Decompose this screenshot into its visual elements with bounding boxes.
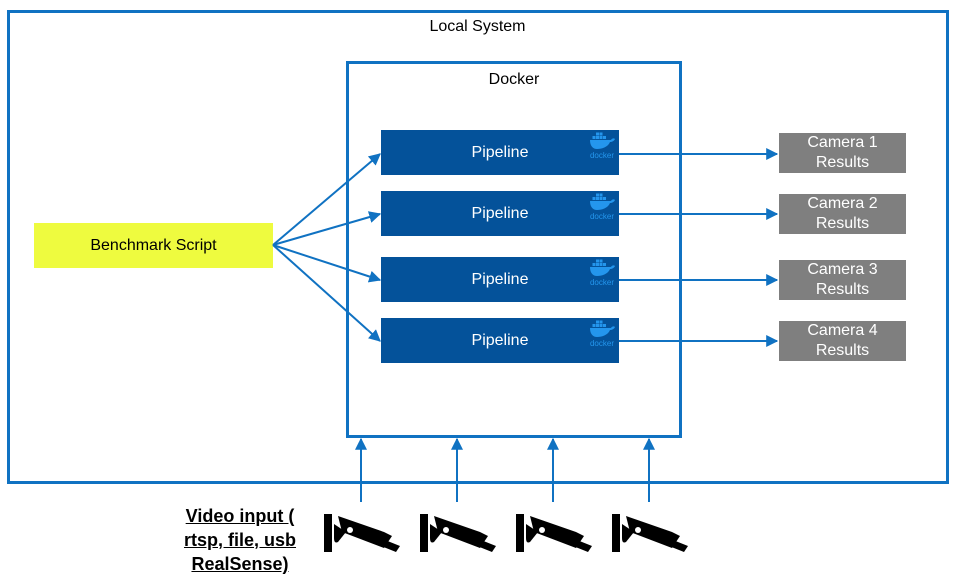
arrow-benchmark-to-pipeline-1 — [272, 153, 381, 246]
svg-text:docker: docker — [590, 339, 614, 348]
camera-2-results-box: Camera 2 Results — [779, 194, 906, 234]
pipeline-label: Pipeline — [471, 331, 529, 349]
video-input-line3: RealSense) — [191, 554, 289, 574]
camera-results-line2: Results — [815, 342, 870, 359]
camera-results-line1: Camera 2 — [807, 195, 878, 212]
docker-whale-icon: docker — [590, 259, 615, 287]
camera-3-results-box: Camera 3 Results — [779, 260, 906, 300]
camera-results-line2: Results — [815, 281, 870, 298]
local-system-box — [7, 10, 949, 484]
pipeline-box-4: Pipeline docker — [381, 318, 619, 363]
svg-text:docker: docker — [590, 278, 614, 287]
security-camera-icon — [420, 514, 496, 552]
arrow-benchmark-to-pipeline-4 — [272, 244, 381, 342]
arrow-benchmark-to-pipeline-2 — [272, 211, 382, 246]
video-input-line2: rtsp, file, usb — [183, 530, 297, 550]
camera-results-line1: Camera 1 — [807, 134, 878, 151]
security-camera-icon — [516, 514, 592, 552]
camera-4-results-box: Camera 4 Results — [779, 321, 906, 361]
docker-whale-icon: docker — [590, 193, 615, 221]
video-input-line1: Video input ( — [185, 506, 295, 526]
docker-title: Docker — [488, 71, 540, 88]
local-system-title: Local System — [429, 18, 526, 35]
docker-whale-icon: docker — [590, 132, 615, 160]
camera-results-line2: Results — [815, 215, 870, 232]
security-camera-icon — [612, 514, 688, 552]
security-camera-icon — [324, 514, 400, 552]
benchmark-script-label: Benchmark Script — [90, 236, 217, 254]
svg-text:docker: docker — [590, 151, 614, 160]
camera-results-line1: Camera 4 — [807, 322, 878, 339]
arrow-benchmark-to-pipeline-3 — [272, 244, 382, 283]
docker-box — [346, 61, 682, 438]
video-input-label: Video input ( rtsp, file, usb RealSense) — [160, 504, 320, 576]
camera-results-line2: Results — [815, 154, 870, 171]
svg-text:docker: docker — [590, 212, 614, 221]
pipeline-label: Pipeline — [471, 204, 529, 222]
pipeline-label: Pipeline — [471, 143, 529, 161]
docker-whale-icon: docker — [590, 320, 615, 348]
pipeline-box-2: Pipeline docker — [381, 191, 619, 236]
pipeline-label: Pipeline — [471, 270, 529, 288]
benchmark-script-box: Benchmark Script — [34, 223, 273, 268]
pipeline-box-3: Pipeline docker — [381, 257, 619, 302]
camera-results-line1: Camera 3 — [807, 261, 878, 278]
pipeline-box-1: Pipeline docker — [381, 130, 619, 175]
camera-1-results-box: Camera 1 Results — [779, 133, 906, 173]
